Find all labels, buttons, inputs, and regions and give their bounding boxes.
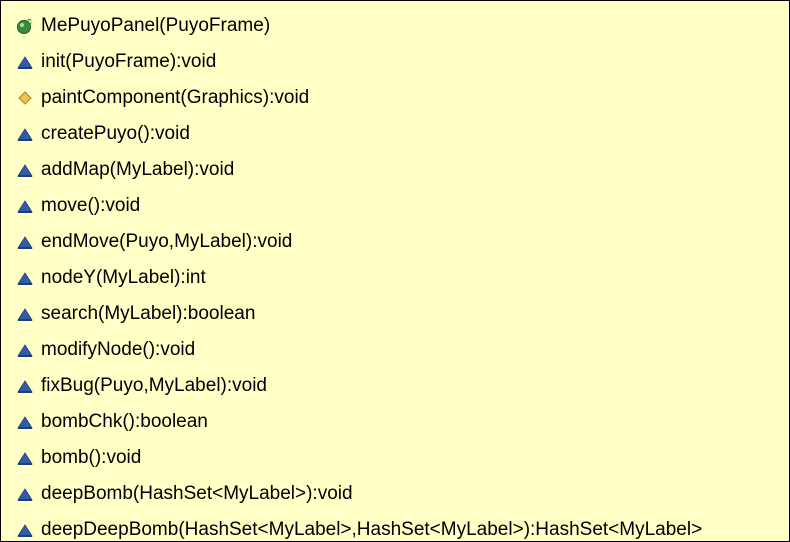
member-label: bomb():void bbox=[41, 447, 142, 468]
package-method-icon bbox=[17, 236, 33, 249]
member-row[interactable]: nodeY(MyLabel):int bbox=[1, 260, 789, 296]
member-row[interactable]: search(MyLabel):boolean bbox=[1, 296, 789, 332]
member-label: addMap(MyLabel):void bbox=[41, 159, 235, 180]
member-row[interactable]: modifyNode():void bbox=[1, 332, 789, 368]
svg-text:c: c bbox=[27, 17, 32, 26]
member-row[interactable]: move():void bbox=[1, 188, 789, 224]
member-row[interactable]: deepDeepBomb(HashSet<MyLabel>,HashSet<My… bbox=[1, 512, 789, 541]
member-label: fixBug(Puyo,MyLabel):void bbox=[41, 375, 267, 396]
member-label: endMove(Puyo,MyLabel):void bbox=[41, 231, 293, 252]
package-method-icon bbox=[17, 344, 33, 357]
member-label: paintComponent(Graphics):void bbox=[41, 87, 310, 108]
package-method-icon bbox=[17, 452, 33, 465]
member-row[interactable]: bomb():void bbox=[1, 440, 789, 476]
package-method-icon bbox=[17, 488, 33, 501]
protected-method-icon bbox=[18, 91, 32, 105]
member-row[interactable]: bombChk():boolean bbox=[1, 404, 789, 440]
package-method-icon bbox=[17, 56, 33, 69]
member-label: bombChk():boolean bbox=[41, 411, 208, 432]
package-method-icon bbox=[17, 164, 33, 177]
member-label: deepBomb(HashSet<MyLabel>):void bbox=[41, 483, 353, 504]
member-row[interactable]: createPuyo():void bbox=[1, 116, 789, 152]
member-row[interactable]: fixBug(Puyo,MyLabel):void bbox=[1, 368, 789, 404]
member-row[interactable]: addMap(MyLabel):void bbox=[1, 152, 789, 188]
package-method-icon bbox=[17, 416, 33, 429]
member-label: deepDeepBomb(HashSet<MyLabel>,HashSet<My… bbox=[41, 519, 703, 540]
member-label: nodeY(MyLabel):int bbox=[41, 267, 206, 288]
class-constructor-icon: c bbox=[17, 17, 32, 34]
member-label: search(MyLabel):boolean bbox=[41, 303, 256, 324]
package-method-icon bbox=[17, 524, 33, 537]
member-row[interactable]: deepBomb(HashSet<MyLabel>):void bbox=[1, 476, 789, 512]
package-method-icon bbox=[17, 380, 33, 393]
member-row[interactable]: endMove(Puyo,MyLabel):void bbox=[1, 224, 789, 260]
member-label: move():void bbox=[41, 195, 141, 216]
member-row[interactable]: init(PuyoFrame):void bbox=[1, 44, 789, 80]
package-method-icon bbox=[17, 308, 33, 321]
package-method-icon bbox=[17, 200, 33, 213]
member-label: modifyNode():void bbox=[41, 339, 196, 360]
package-method-icon bbox=[17, 272, 33, 285]
member-row[interactable]: paintComponent(Graphics):void bbox=[1, 80, 789, 116]
class-header-row[interactable]: c MePuyoPanel(PuyoFrame) bbox=[1, 8, 789, 44]
member-label: init(PuyoFrame):void bbox=[41, 51, 217, 72]
package-method-icon bbox=[17, 128, 33, 141]
class-header-label: MePuyoPanel(PuyoFrame) bbox=[41, 15, 271, 36]
member-label: createPuyo():void bbox=[41, 123, 190, 144]
